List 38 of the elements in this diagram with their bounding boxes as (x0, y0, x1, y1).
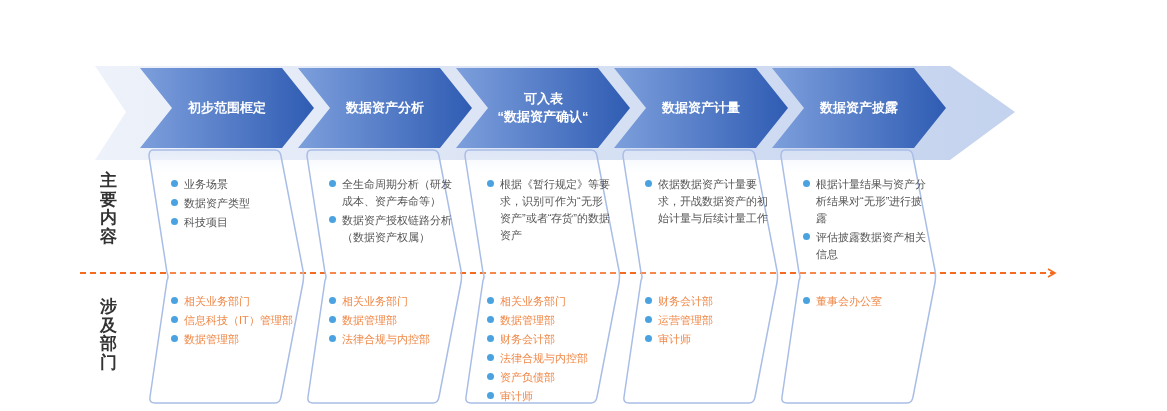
department-item: 财务会计部 (500, 332, 555, 347)
department-item: 信息科技（IT）管理部 (184, 313, 293, 328)
step-title: 数据资产分析 (345, 99, 425, 117)
content-item: 数据资产授权链路分析（数据资产权属） (342, 213, 453, 245)
department-item: 相关业务部门 (500, 294, 566, 309)
department-item: 数据管理部 (342, 313, 397, 328)
content-item: 全生命周期分析（研发成本、资产寿命等） (342, 177, 453, 209)
step-title: 可入表 (522, 90, 564, 108)
step-title: 初步范围框定 (187, 99, 267, 117)
department-item: 数据管理部 (500, 313, 555, 328)
chevron-step (772, 68, 946, 148)
chevron-step (298, 68, 472, 148)
department-item: 审计师 (500, 389, 533, 404)
chevron-step (140, 68, 314, 148)
department-item: 董事会办公室 (816, 294, 882, 309)
step-title: 数据资产披露 (819, 99, 899, 117)
row-label: 涉及部门 (100, 298, 117, 373)
content-item: 业务场景 (184, 177, 228, 192)
department-item: 相关业务部门 (184, 294, 250, 309)
department-item: 法律合规与内控部 (500, 351, 588, 366)
department-item: 运营管理部 (658, 313, 713, 328)
row-label: 主要内容 (100, 172, 117, 247)
department-item: 财务会计部 (658, 294, 713, 309)
content-item: 根据计量结果与资产分析结果对“无形”进行披露 (816, 177, 927, 226)
step-title: “数据资产确认“ (496, 108, 590, 126)
content-item: 数据资产类型 (184, 196, 250, 211)
department-item: 资产负债部 (500, 370, 555, 385)
department-item: 相关业务部门 (342, 294, 408, 309)
content-item: 根据《暂行规定》等要求，识别可作为“无形资产”或者“存货”的数据资产 (500, 177, 611, 243)
department-item: 数据管理部 (184, 332, 239, 347)
chevron-step (614, 68, 788, 148)
department-item: 审计师 (658, 332, 691, 347)
content-item: 科技项目 (184, 215, 228, 230)
department-item: 法律合规与内控部 (342, 332, 430, 347)
chevron-step (456, 68, 630, 148)
step-title: 数据资产计量 (661, 99, 741, 117)
content-item: 依据数据资产计量要求，开战数据资产的初始计量与后续计量工作 (658, 177, 769, 226)
content-item: 评估披露数据资产相关信息 (816, 230, 927, 262)
